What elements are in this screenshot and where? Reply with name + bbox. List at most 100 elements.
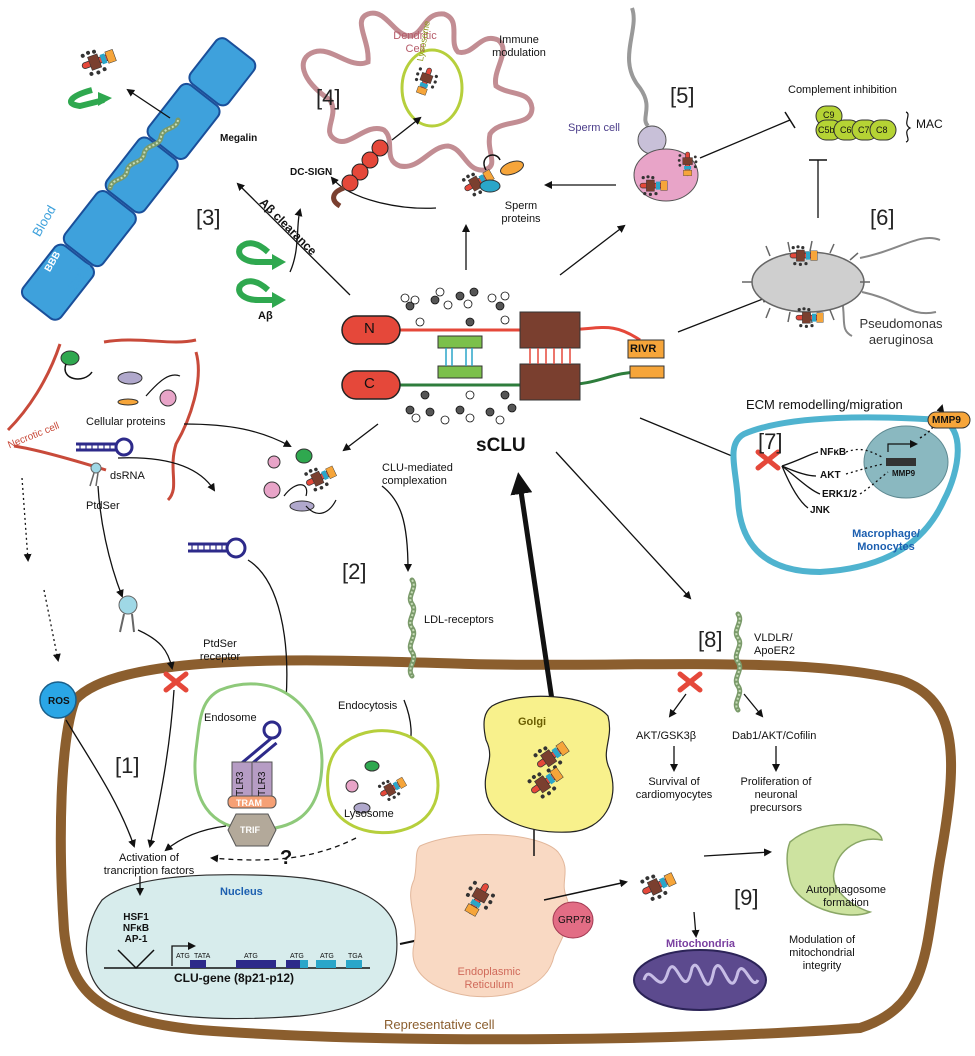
- ldl-receptor: [410, 580, 413, 676]
- free-ptdser: [118, 595, 138, 633]
- c-terminus: [341, 370, 401, 400]
- representative-cell-label: Representative cell: [384, 1017, 495, 1032]
- section-4-label: [4]: [316, 85, 341, 110]
- rivr-box: [627, 339, 665, 359]
- dc-lysosome: [400, 48, 464, 128]
- ptdser-label: PtdSer: [86, 500, 120, 512]
- sperm-cell-label: Sperm cell: [568, 122, 620, 134]
- gene-tga: TGA: [348, 953, 363, 960]
- mitochondria-label: Mitochondria: [666, 938, 736, 950]
- vldlr-label: VLDLR/ ApoER2: [754, 632, 795, 657]
- ros-icon: [39, 681, 77, 719]
- nucleus: [85, 874, 398, 1020]
- secretion-arrow: [510, 472, 555, 701]
- representative-cell-membrane: [55, 655, 956, 1045]
- clu-ab-complex-top: [77, 42, 120, 80]
- clu-gene: [104, 942, 370, 970]
- mmp9-gene-label: MMP9: [892, 469, 916, 478]
- cytoplasmic-clu: [636, 865, 680, 905]
- endosome-label: Endosome: [204, 712, 257, 724]
- section-2-label: [2]: [342, 559, 367, 584]
- transcription-factors-label: HSF1 NFκB AP-1: [122, 912, 150, 945]
- rivr-box-lower: [629, 365, 665, 379]
- domain-green-bottom: [437, 365, 483, 379]
- dc-sign-label: DC-SIGN: [290, 167, 333, 178]
- mac-complex: [815, 105, 912, 143]
- sclu-molecule: [341, 287, 665, 425]
- arrow-to-sperm: [559, 224, 626, 276]
- grp78: [552, 901, 594, 939]
- ros-label: ROS: [48, 696, 70, 707]
- c-terminus-label: C: [364, 375, 375, 392]
- mitochondria: [633, 949, 767, 1011]
- question-mark-label: ?: [280, 847, 293, 869]
- lysosome-contents: [345, 760, 410, 814]
- ptdser-receptor-label: PtdSer receptor: [199, 638, 241, 663]
- cellular-proteins-label: Cellular proteins: [86, 416, 166, 428]
- nfkb-label: NFκB: [820, 447, 847, 458]
- tlr3-label-1: TLR3: [235, 771, 246, 796]
- ecm-label: ECM remodelling/migration: [746, 397, 903, 412]
- arrow-to-complexation: [342, 423, 379, 452]
- ab-peptide-top: [67, 87, 105, 110]
- arrow-to-pseudomonas: [677, 295, 770, 333]
- vldlr-question: [680, 674, 700, 690]
- arrow-to-brain: [236, 182, 351, 296]
- sperm-cell: [627, 7, 699, 202]
- immune-modulation-label: Immune modulation: [492, 34, 546, 59]
- vldlr-receptor: [736, 614, 739, 710]
- arrow-megalin-out: [126, 88, 171, 119]
- necrotic-cell: [6, 338, 200, 502]
- trif-label: TRIF: [240, 825, 260, 835]
- gene-atg-1: ATG: [176, 953, 190, 960]
- dendritic-cell-label: Dendritic Cell: [393, 30, 437, 55]
- golgi-label: Golgi: [518, 716, 547, 728]
- gene-tata: TATA: [194, 953, 211, 960]
- megalin-label: Megalin: [220, 133, 258, 144]
- mac-c5b: C5b: [818, 125, 835, 135]
- mac-c9: C9: [823, 110, 835, 120]
- proliferation-label: Proliferation of neuronal precursors: [740, 776, 812, 814]
- mito-modulation-label: Modulation of mitochondrial integrity: [788, 934, 856, 972]
- free-dsrna: [188, 537, 247, 559]
- pseudomonas-label: Pseudomonas aeruginosa: [859, 316, 943, 347]
- mmp9-badge: [927, 411, 971, 429]
- ab-peptide: [236, 240, 274, 265]
- lysosome-label: Lysosome: [344, 808, 394, 820]
- section-6-label: [6]: [870, 205, 895, 230]
- akt-gsk-label: AKT/GSK3β: [636, 730, 697, 742]
- dc-sign: [331, 139, 389, 209]
- clu-gene-label: CLU-gene (8p21-p12): [174, 971, 295, 985]
- survival-label: Survival of cardiomyocytes: [635, 776, 713, 801]
- section-9-label: [9]: [734, 885, 759, 910]
- rivr-label: RIVR: [630, 343, 657, 355]
- autophagosome: [786, 823, 883, 916]
- sclu-title: sCLU: [476, 435, 526, 456]
- mac-c6: C6: [840, 125, 852, 135]
- section-8-label: [8]: [698, 627, 723, 652]
- gene-atg-4: ATG: [320, 953, 334, 960]
- mac-label: MAC: [916, 117, 943, 131]
- dsrna-label: dsRNA: [110, 470, 145, 482]
- mac-c8: C8: [876, 125, 888, 135]
- tlr3-receptor: [227, 720, 282, 847]
- autophagosome-label: Autophagosome formation: [805, 884, 887, 909]
- complement-inhibition-label: Complement inhibition: [788, 84, 897, 96]
- clu-complexes: [263, 448, 340, 515]
- endoplasmic-reticulum: [410, 834, 570, 998]
- gene-atg-2: ATG: [244, 953, 258, 960]
- arrow-to-vldlr: [555, 451, 692, 600]
- er-label: Endoplasmic Reticulum: [457, 966, 521, 991]
- n-terminus-label: N: [364, 320, 375, 337]
- nucleus-label: Nucleus: [220, 886, 263, 898]
- blood-brain-barrier: [20, 37, 257, 321]
- macrophage: [730, 404, 961, 576]
- ptdser-receptor-question: [166, 674, 186, 690]
- section-1-label: [1]: [115, 753, 140, 778]
- macrophage-label: Macrophage/ Monocytes: [852, 528, 920, 553]
- section-3-label: [3]: [196, 205, 221, 230]
- ldl-receptors-label: LDL-receptors: [424, 614, 494, 626]
- arrow-to-dc: [330, 176, 437, 209]
